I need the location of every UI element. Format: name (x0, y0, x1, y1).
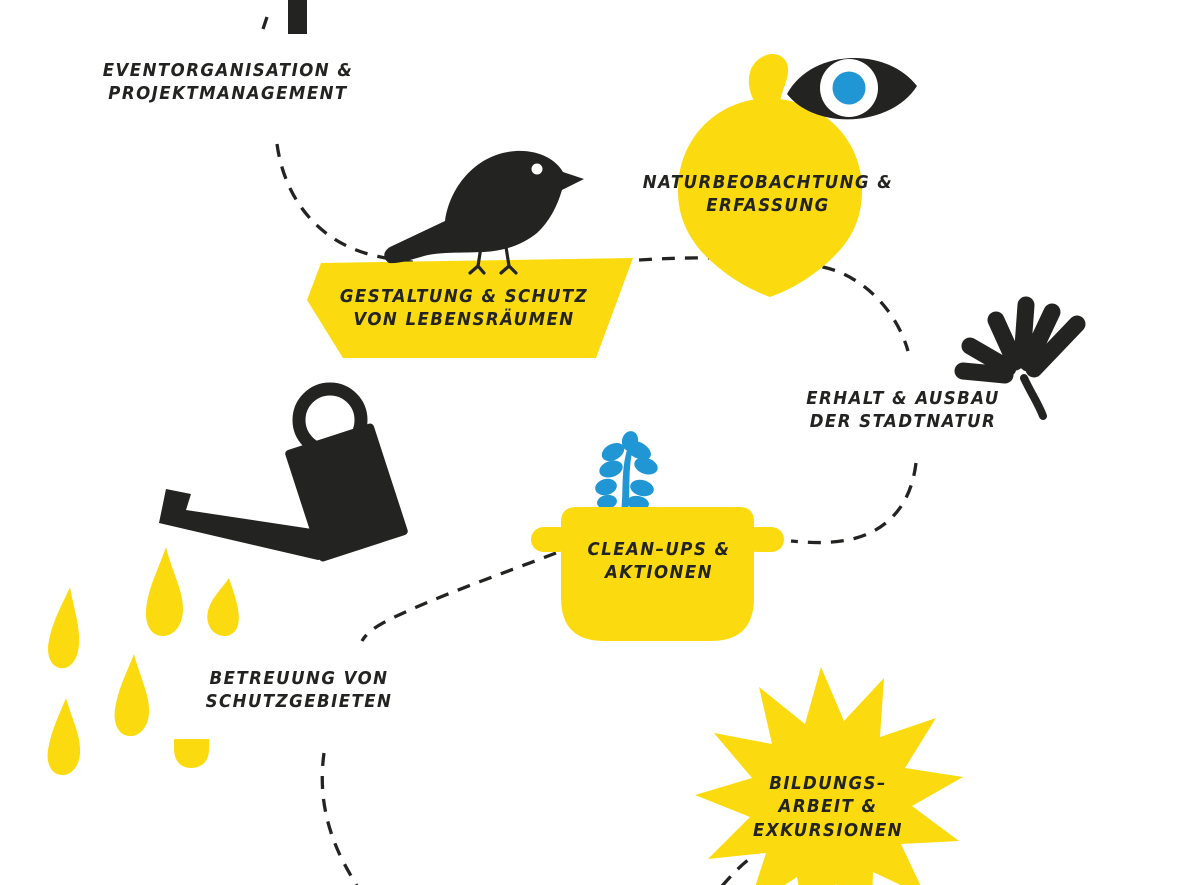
connector-habitat-to-stadtnatur (638, 256, 910, 352)
connector-stadtnatur-to-cleanups (790, 462, 918, 545)
connector-schutzgebiete-to-bottom (320, 752, 359, 885)
connector-cleanups-to-schutzgebiete (360, 551, 557, 642)
eye-icon (787, 57, 917, 120)
connector-lines (261, 16, 918, 885)
connector-top-tick (261, 16, 269, 30)
watering-can-icon (159, 382, 408, 562)
label-gestaltung-schutz: GESTALTUNG & SCHUTZ VON LEBENSRÄUMEN (339, 286, 589, 331)
bird-icon (384, 150, 584, 275)
bird-eye-dot (531, 163, 543, 175)
label-naturbeobachtung: NATURBEOBACHTUNG & ERFASSUNG (642, 172, 894, 217)
water-drops-icon (47, 547, 239, 776)
connector-event-to-habitat (275, 143, 430, 266)
leaf-fan-icon (954, 296, 1086, 420)
banner-shape (307, 258, 633, 358)
label-betreuung: BETREUUNG VON SCHUTZGEBIETEN (205, 668, 393, 713)
cooking-pot-icon (531, 507, 784, 641)
connector-bottom-to-bildung (720, 858, 750, 885)
coral-plant-icon (595, 431, 658, 512)
label-bildungsarbeit: BILDUNGS– ARBEIT & EXKURSIONEN (753, 773, 903, 841)
label-eventorganisation: EVENTORGANISATION & PROJEKTMANAGEMENT (102, 60, 354, 105)
eye-pupil (832, 71, 866, 105)
starburst-icon (695, 667, 963, 885)
label-erhalt-ausbau: ERHALT & AUSBAU DER STADTNATUR (806, 388, 1000, 433)
flag-pole-icon (288, 0, 307, 34)
acorn-icon (678, 53, 862, 297)
label-cleanups: CLEAN–UPS & AKTIONEN (587, 539, 731, 584)
